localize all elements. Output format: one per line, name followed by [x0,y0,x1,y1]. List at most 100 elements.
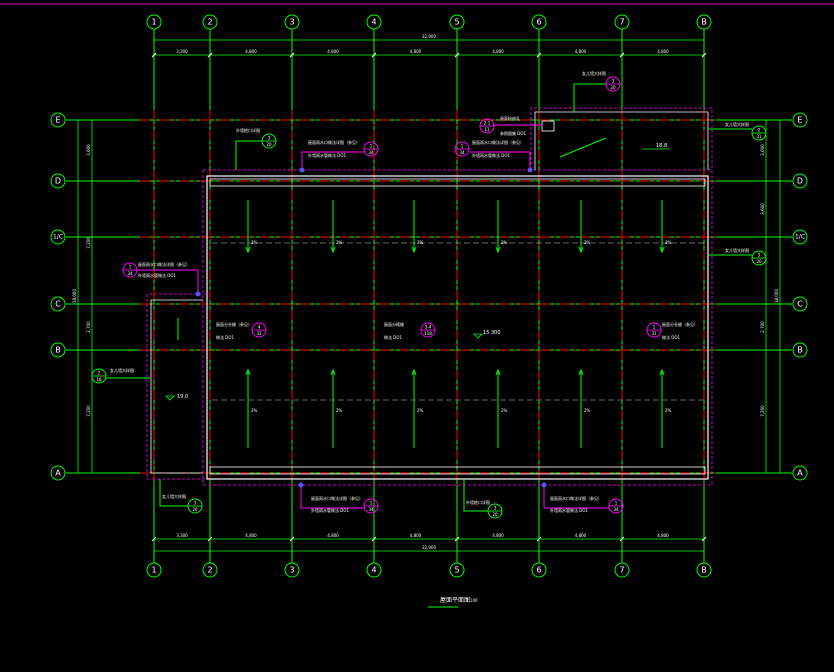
rain-outlet-marker [527,167,533,173]
callout-top-right-number: 3 [612,79,615,84]
slope-arrow-head [245,368,251,376]
dim-tick [701,52,707,58]
dim-left-part: 7,200 [86,405,91,417]
axis-label-row-1/C: 1/C [795,234,805,241]
callout-top-mid-right-sheet: 34 [459,150,465,155]
slope-arrow-head [578,368,584,376]
axis-label-row-B: B [55,346,61,355]
stair-tower-wall [534,111,709,170]
slope-arrow-layer: 2%2%2%2%2%2%2%2%2%2%2%2% [177,137,672,448]
axis-label-row-1/C: 1/C [53,234,63,241]
callout-top-mid-right-label: 屋面雨水口做法详图（参见） [472,139,524,145]
dim-bottom-span: 4,800 [657,533,669,538]
leader-bottom-mid [463,479,488,512]
main-roof-outline [206,175,709,480]
slope-label: 2% [251,408,258,413]
slope-label: 2% [417,408,424,413]
rain-outlet-marker [195,291,201,297]
axis-bubble-col-B [696,14,712,30]
axis-bubble-row-D [50,173,66,189]
axis-bubble-col-3 [284,562,300,578]
axis-label-col-7: 7 [619,566,624,575]
axis-label-row-A: A [797,469,803,478]
callout-bottom-mid-sheet: 20 [492,512,498,517]
axis-label-row-D: D [55,177,61,186]
callout-top-left-number: 3 [268,136,271,141]
callout-right-mid-sheet: 20 [756,259,762,264]
dim-tick [207,536,213,542]
axis-label-col-B: B [701,18,707,27]
axis-bubble-col-4 [366,562,382,578]
slope-label: 2% [336,240,343,245]
axis-label-row-E: E [797,116,802,125]
left-wing-elevation: 19.0 [177,394,188,400]
dim-tick [454,536,460,542]
dim-top-span: 3,300 [176,49,188,54]
dim-tick [701,536,707,542]
axis-bubble-col-5 [449,562,465,578]
dim-left-part: 3,600 [86,144,91,156]
slope-arrow-head [330,246,336,254]
axis-bubble-col-7 [614,562,630,578]
dim-right-part: 2,700 [760,321,765,333]
callout-tower-sub: 参照图集 DO1 [500,130,526,136]
dim-tick [619,52,625,58]
dim-right-part: 3,600 [760,203,765,215]
slope-label: 2% [665,408,672,413]
center-elevation: 15.300 [483,330,501,336]
axis-label-col-6: 6 [536,18,541,27]
axis-label-row-C: C [797,300,803,309]
dim-top-span: 4,800 [575,49,587,54]
callout-top-right-label: 女儿墙大样图 [582,70,606,76]
axis-label-col-2: 2 [207,18,212,27]
leader-bottom-right [543,485,609,509]
callout-top-mid-left-sheet: 34 [368,150,374,155]
dim-tick [371,52,377,58]
axis-bubble-row-C [792,296,808,312]
axis-bubble-row-C [50,296,66,312]
callout-bottom-left-label: 女儿墙大样图 [162,493,186,499]
leader-top-mid-right [470,151,531,170]
dim-top-span: 4,800 [657,49,669,54]
callout-bottom-right-sub: 外墙雨水管做法 DO1 [550,507,588,513]
callout-center-right-label: 屋面分仓缝（参见） [662,321,698,327]
left-wing-wall [150,299,203,474]
drawing-title: 屋面平面图 [440,597,470,604]
slope-label: 2% [501,240,508,245]
callout-center-left-label: 屋面分仓缝（参见） [216,321,252,327]
callout-bottom-right-number: 1 [615,501,618,506]
rain-outlet-marker [299,167,305,173]
callout-left-mid-sheet: 34 [127,271,133,276]
slope-arrow-head [659,246,665,254]
axis-bubble-row-1/C [792,229,808,245]
callout-center-right-sub: 做法 DO1 [662,334,680,340]
dim-tick [454,52,460,58]
callout-bottom-mid-left-number: 1 [370,501,373,506]
axis-label-col-6: 6 [536,566,541,575]
slope-label: 2% [417,240,424,245]
wall-layer [146,107,713,486]
callout-center-mid-sheet: 118 [424,331,432,336]
callout-center-mid-sub: 做法 DO1 [384,334,402,340]
slope-arrow-head [659,368,665,376]
tower-elevation: 18.8 [656,143,667,149]
axis-bubble-row-B [50,342,66,358]
slope-arrow-head [411,368,417,376]
dim-top-span: 4,800 [492,49,504,54]
dim-top-span: 4,800 [410,49,422,54]
slope-label: 2% [336,408,343,413]
dim-right-total: 18,000 [774,289,779,303]
rain-outlet-marker [298,482,304,488]
callout-bottom-mid-left-sheet: 34 [368,507,374,512]
left-wing-outline [146,293,207,480]
callout-center-left-sheet: 31 [256,331,262,336]
callout-left-wing-number: 2 [98,371,101,376]
callout-top-mid-left-sub: 外墙雨水管做法 DO1 [308,152,346,158]
slope-label: 2% [501,408,508,413]
axis-label-col-3: 3 [289,566,294,575]
dim-top-span: 4,800 [327,49,339,54]
callout-left-mid-label: 屋面雨水口做法详图（参见） [138,261,190,267]
axis-bubble-col-5 [449,14,465,30]
callout-left-wing-sheet: 18 [96,377,102,382]
